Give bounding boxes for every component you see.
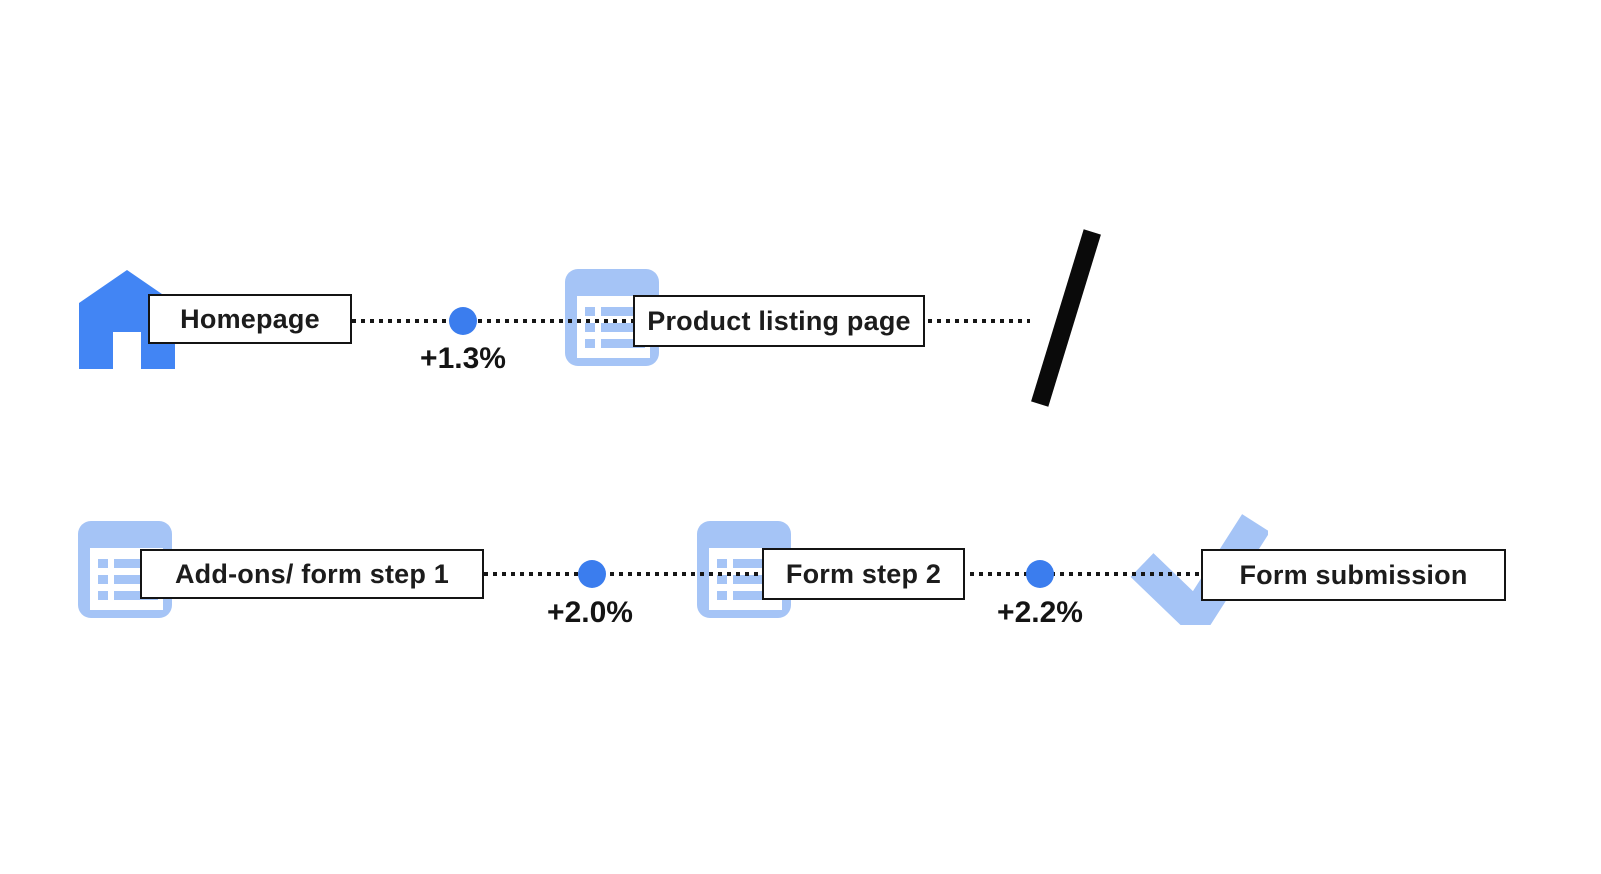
step-box-form-submission: Form submission [1201, 549, 1506, 601]
step-box-product-listing-page: Product listing page [633, 295, 925, 347]
step-label: Form submission [1239, 559, 1468, 590]
step-label: Form step 2 [785, 558, 942, 589]
step-box-homepage: Homepage [148, 294, 352, 344]
step-label: Add-ons/ form step 1 [174, 558, 449, 589]
step-box-addons-form-step-1: Add-ons/ form step 1 [140, 549, 484, 599]
step-label: Homepage [180, 303, 320, 334]
uplift-dot [449, 307, 477, 335]
slash-page-break-icon [1031, 229, 1101, 407]
uplift-dot [1026, 560, 1054, 588]
uplift-label: +2.0% [547, 596, 633, 629]
uplift-label: +2.2% [997, 596, 1083, 629]
step-label: Product listing page [647, 305, 911, 336]
uplift-label: +1.3% [420, 342, 506, 375]
uplift-dot [578, 560, 606, 588]
step-box-form-step-2: Form step 2 [762, 548, 965, 600]
